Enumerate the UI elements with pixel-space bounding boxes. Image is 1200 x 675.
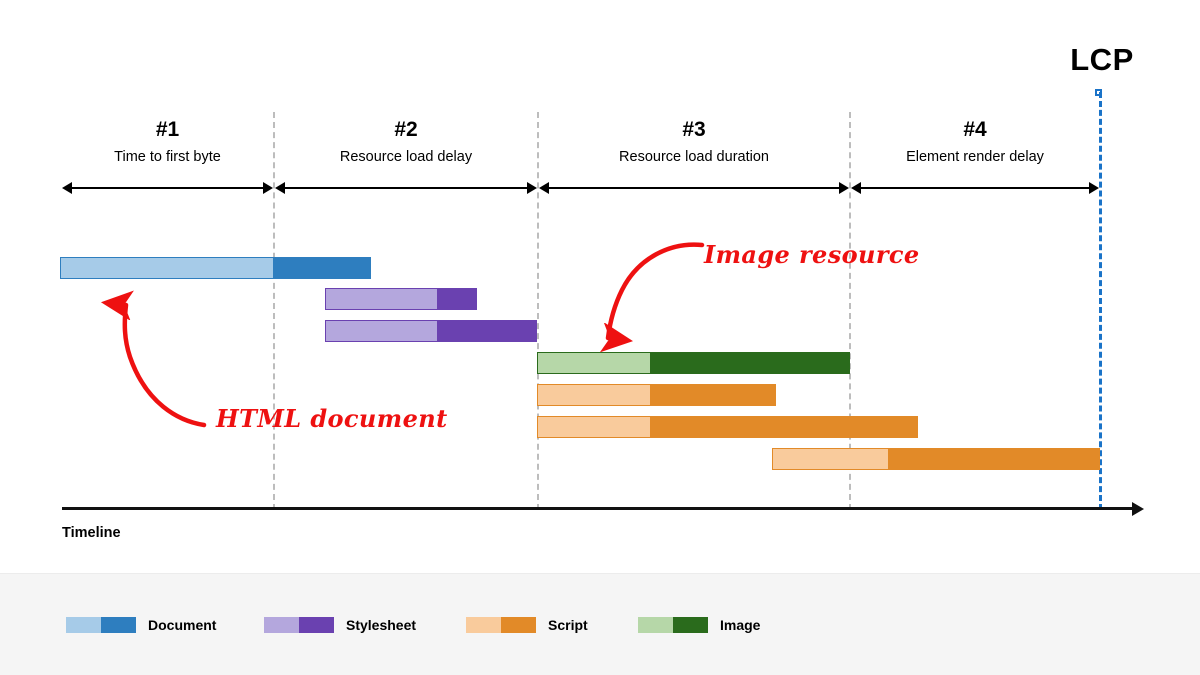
swatch-dark [501,617,536,633]
annotation-html-document: HTML document [216,404,448,433]
timeline-axis-label: Timeline [62,525,121,541]
legend-row: Document Stylesheet Script [0,574,1200,675]
phase-arrow-2 [275,182,537,195]
arrow-shaft [547,187,841,190]
bar-segment-download [436,321,536,341]
swatch-dark [101,617,136,633]
phase-name-3: Resource load duration [619,149,769,166]
bar-segment-wait [538,353,651,373]
waterfall-bar-script-2 [537,416,918,438]
bar-segment-wait [326,321,437,341]
annotation-image-resource: Image resource [704,240,920,269]
legend-label-script: Script [548,617,588,633]
phase-divider-1 [273,112,275,510]
arrow-right-head-icon [527,182,537,195]
legend: Document Stylesheet Script [0,573,1200,675]
arrow-shaft [859,187,1091,190]
chart-plot-area: LCP #1 Time to first byte #2 Resource lo… [60,42,1144,541]
legend-label-document: Document [148,617,217,633]
waterfall-bar-document [60,257,371,279]
image-resource-arrow-icon [590,242,705,358]
swatch-dark [299,617,334,633]
phase-divider-2 [537,112,539,510]
arrow-right-head-icon [1089,182,1099,195]
timeline-axis-line [62,507,1134,510]
bar-segment-download [650,385,775,405]
bar-segment-wait [538,385,651,405]
phase-block-3: #3 Resource load duration [539,118,849,195]
legend-item-stylesheet[interactable]: Stylesheet [264,615,416,635]
arrow-shaft [283,187,529,190]
waterfall-bar-stylesheet-2 [325,320,537,342]
phase-block-2: #2 Resource load delay [275,118,537,195]
waterfall-bar-stylesheet-1 [325,288,477,310]
timeline-axis-arrow-icon [1132,502,1144,516]
waterfall-bar-script-3 [772,448,1100,470]
legend-swatch-image [638,617,708,633]
phase-name-4: Element render delay [906,149,1044,166]
arrow-right-head-icon [839,182,849,195]
bar-segment-download [650,417,917,437]
bar-segment-download [888,449,1099,469]
lcp-marker-line [1099,92,1102,510]
swatch-light [638,617,673,633]
bar-segment-wait [61,258,273,278]
phase-name-1: Time to first byte [114,149,221,166]
phase-arrow-1 [62,182,273,195]
phase-arrow-3 [539,182,849,195]
arrow-left-head-icon [62,182,72,195]
phase-number-2: #2 [394,118,418,141]
waterfall-bar-image [537,352,850,374]
arrow-left-head-icon [275,182,285,195]
phase-arrow-4 [851,182,1099,195]
legend-swatch-script [466,617,536,633]
phase-name-2: Resource load delay [339,149,473,166]
swatch-light [66,617,101,633]
legend-label-image: Image [720,617,761,633]
waterfall-bar-script-1 [537,384,776,406]
arrow-right-head-icon [263,182,273,195]
lcp-label: LCP [1070,42,1134,77]
bar-segment-download [436,289,476,309]
swatch-dark [673,617,708,633]
legend-label-stylesheet: Stylesheet [346,617,417,633]
arrow-left-head-icon [539,182,549,195]
legend-item-script[interactable]: Script [466,615,588,635]
legend-swatch-document [66,617,136,633]
swatch-light [466,617,501,633]
bar-segment-download [650,353,849,373]
phase-number-3: #3 [682,118,706,141]
phase-block-1: #1 Time to first byte [62,118,273,195]
legend-item-image[interactable]: Image [638,615,760,635]
phase-block-4: #4 Element render delay [851,118,1099,195]
phase-number-4: #4 [963,118,987,141]
bar-segment-download [272,258,370,278]
bar-segment-wait [326,289,437,309]
arrow-left-head-icon [851,182,861,195]
phase-number-1: #1 [155,118,180,141]
bar-segment-wait [773,449,889,469]
legend-swatch-stylesheet [264,617,334,633]
bar-segment-wait [538,417,651,437]
swatch-light [264,617,299,633]
legend-item-document[interactable]: Document [66,615,216,635]
phase-divider-3 [849,112,851,510]
html-document-arrow-icon [100,285,207,428]
arrow-shaft [70,187,265,190]
